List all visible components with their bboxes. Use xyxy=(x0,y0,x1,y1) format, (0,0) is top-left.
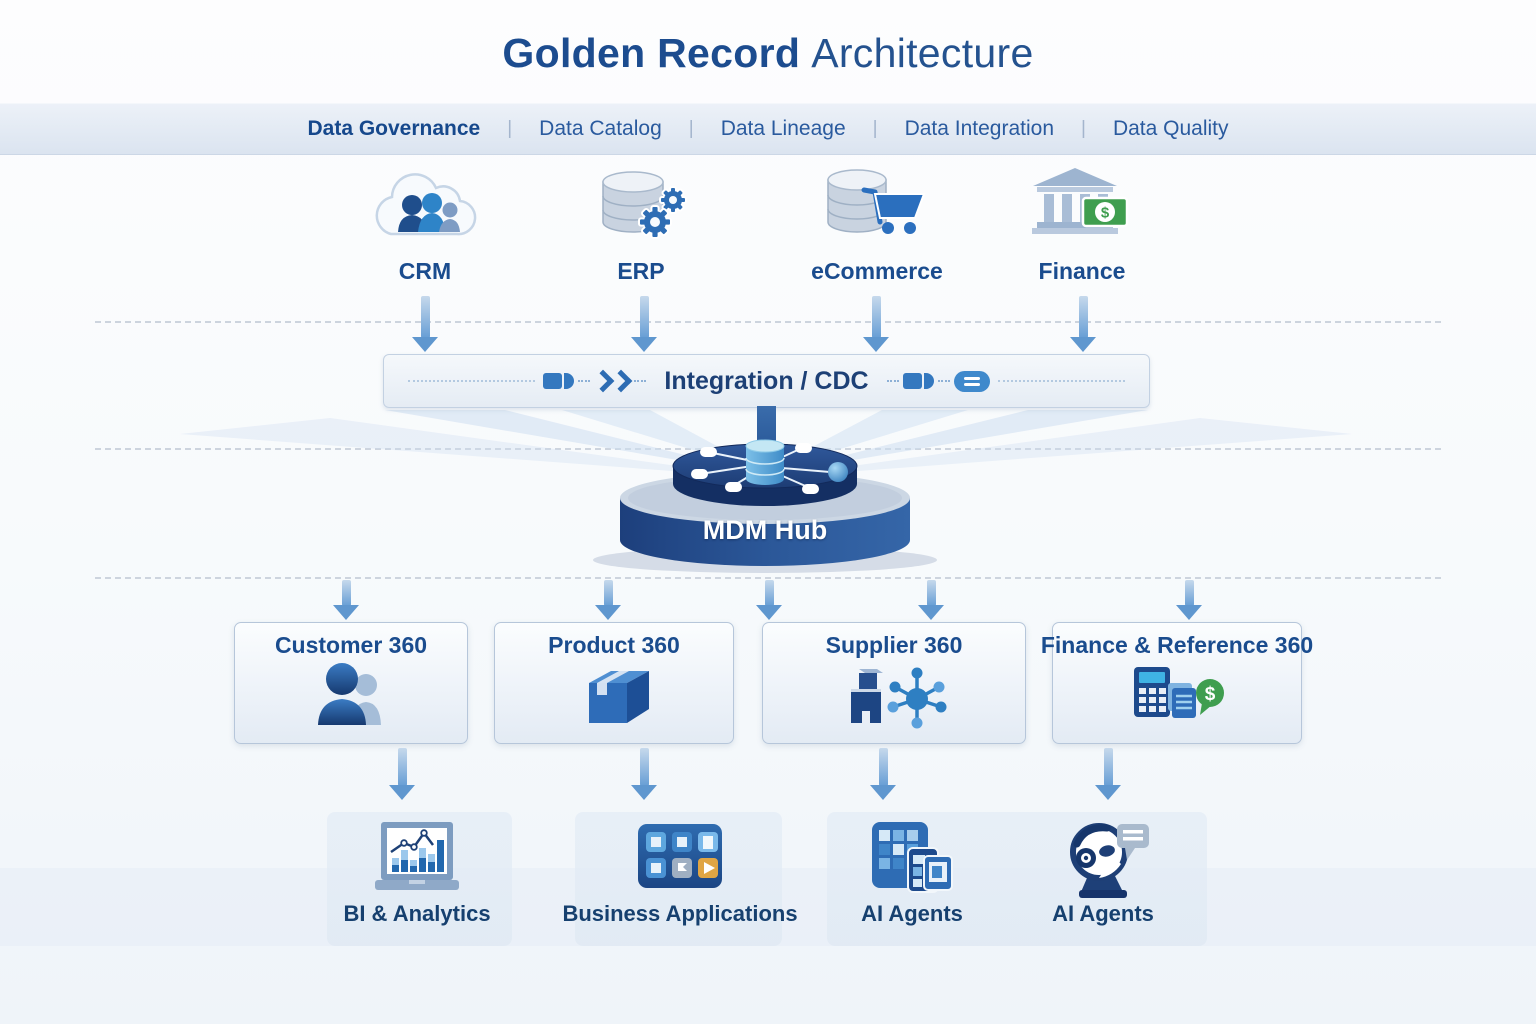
page-title-bold: Golden Record xyxy=(502,30,801,76)
consumer-ai-agents-robot: AI Agents xyxy=(988,818,1218,927)
flow-arrow xyxy=(1070,296,1096,352)
flow-arrow xyxy=(863,296,889,352)
robot-chat-icon xyxy=(1070,823,1149,898)
nav-separator: | xyxy=(507,118,513,139)
main-flow-arrow xyxy=(744,406,788,464)
consumer-bi-analytics: BI & Analytics xyxy=(302,818,532,927)
dotted-line xyxy=(886,380,899,382)
flow-arrow xyxy=(412,296,438,352)
source-erp: ERP xyxy=(556,160,726,285)
integration-bar-label: Integration / CDC xyxy=(664,366,869,395)
domain-box-customer-360[interactable]: Customer 360 xyxy=(234,622,468,744)
flow-arrow xyxy=(1176,580,1202,620)
dotted-line xyxy=(997,380,1126,382)
flow-arrow xyxy=(1095,748,1121,800)
source-ecommerce: eCommerce xyxy=(792,160,962,285)
nav-separator: | xyxy=(1081,118,1086,139)
nav-item-data-integration[interactable]: Data Integration xyxy=(904,117,1054,140)
domain-box-supplier-360[interactable]: Supplier 360 xyxy=(762,622,1026,744)
consumer-business-applications: Business Applications xyxy=(562,818,798,927)
dashed-divider xyxy=(95,577,1441,579)
app-grid-icon xyxy=(638,824,722,888)
bank-money-icon: $ xyxy=(1032,168,1129,234)
source-crm: CRM xyxy=(340,160,510,285)
consumer-label: BI & Analytics xyxy=(343,901,491,926)
source-label: ERP xyxy=(617,258,665,284)
dotted-line xyxy=(937,380,950,382)
calculator-docs-money-icon: $ xyxy=(1134,667,1224,718)
database-gears-icon xyxy=(602,171,687,239)
building-network-icon xyxy=(851,667,947,729)
source-finance: $ Finance xyxy=(997,160,1167,285)
app-tiles-device-icon xyxy=(872,822,953,893)
nav-separator: | xyxy=(688,118,694,139)
nav-item-data-governance[interactable]: Data Governance xyxy=(307,117,481,140)
domain-title: Product 360 xyxy=(548,632,680,658)
pipeline-node-icon xyxy=(543,373,563,389)
dotted-line xyxy=(578,380,591,382)
source-label: eCommerce xyxy=(811,258,943,284)
domain-box-product-360[interactable]: Product 360 xyxy=(494,622,734,744)
consumer-label: AI Agents xyxy=(861,901,963,926)
domain-box-finance-reference-360[interactable]: Finance & Reference 360 $ xyxy=(1041,622,1313,744)
consumer-ai-agents-apps: AI Agents xyxy=(797,818,1027,927)
pipeline-node-icon xyxy=(902,373,922,389)
consumer-label: Business Applications xyxy=(562,901,798,926)
pipeline-node-icon xyxy=(564,373,575,389)
dotted-line xyxy=(408,380,536,382)
chevron-right-icon xyxy=(610,369,633,393)
dotted-line xyxy=(634,380,647,382)
flow-arrow xyxy=(389,748,415,800)
database-cart-icon xyxy=(827,169,926,234)
dollar-glyph: $ xyxy=(1205,684,1216,705)
flow-arrow xyxy=(918,580,944,620)
domain-title: Supplier 360 xyxy=(825,632,963,658)
flow-arrow xyxy=(631,748,657,800)
source-label: Finance xyxy=(1038,258,1126,284)
consumer-label: AI Agents xyxy=(1052,901,1154,926)
flow-arrow xyxy=(631,296,657,352)
domain-title: Finance & Reference 360 xyxy=(1040,632,1314,658)
equals-pill-icon xyxy=(953,370,990,392)
nav-item-data-catalog[interactable]: Data Catalog xyxy=(539,117,662,140)
flow-arrow xyxy=(756,580,782,620)
laptop-chart-icon xyxy=(375,822,459,890)
page-title-light: Architecture xyxy=(811,30,1034,76)
top-nav: Data Governance | Data Catalog | Data Li… xyxy=(0,103,1536,155)
pipeline-node-icon xyxy=(923,373,934,389)
flow-arrow xyxy=(333,580,359,620)
package-box-icon xyxy=(589,671,649,723)
source-label: CRM xyxy=(398,258,452,284)
nav-item-data-lineage[interactable]: Data Lineage xyxy=(720,117,846,140)
flow-arrow xyxy=(595,580,621,620)
flow-arrow xyxy=(870,748,896,800)
nav-separator: | xyxy=(872,118,878,139)
cloud-users-icon xyxy=(375,173,477,236)
dashed-divider xyxy=(95,321,1441,323)
integration-cdc-bar: Integration / CDC xyxy=(383,354,1150,408)
dollar-glyph: $ xyxy=(1101,205,1110,222)
domain-title: Customer 360 xyxy=(274,632,428,658)
nav-item-data-quality[interactable]: Data Quality xyxy=(1112,117,1229,140)
mdm-hub-label: MDM Hub xyxy=(702,515,828,545)
people-icon xyxy=(318,663,381,725)
